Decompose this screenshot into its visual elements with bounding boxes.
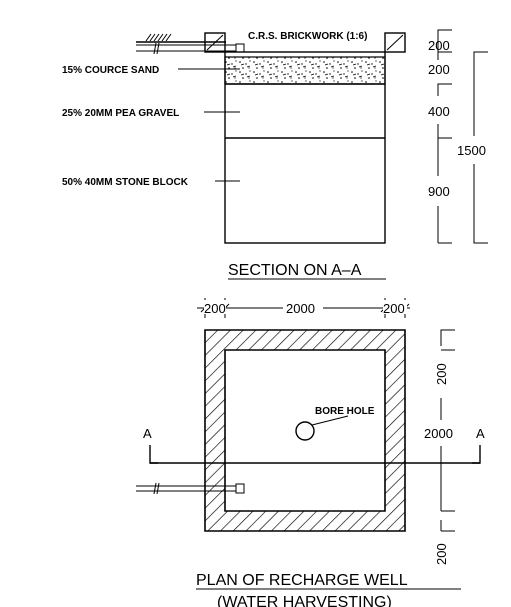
plan-dim-wall-right: 200 [383,301,405,316]
dim-brick: 200 [428,38,450,53]
ground-line [136,33,226,43]
section-dim-chain [437,29,488,244]
dim-stone: 900 [428,184,450,199]
plan-dim-inner: 2000 [286,301,315,316]
gravel-layer-label: 25% 20MM PEA GRAVEL [62,108,179,119]
plan-dim-wall-left: 200 [204,301,226,316]
sand-layer [224,56,386,85]
dim-sand: 200 [428,62,450,77]
plan-dim-right-top: 200 [434,363,449,385]
dim-total: 1500 [457,143,486,158]
bore-hole [295,421,315,441]
plan-title: PLAN OF RECHARGE WELL [196,572,408,589]
plan-top-dims [197,298,410,318]
plan-subtitle: (WATER HARVESTING) [217,594,392,607]
plan-dim-right-mid: 2000 [424,426,453,441]
stone-layer-label: 50% 40MM STONE BLOCK [62,177,189,188]
plan-inlet-pipe [136,482,245,495]
section-mark-left: A [143,426,152,441]
section-title: SECTION ON A–A [228,262,362,279]
brickwork-label: C.R.S. BRICKWORK (1:6) [248,31,367,42]
section-mark-right: A [476,426,485,441]
bore-hole-label: BORE HOLE [315,406,375,417]
brick-wall-left [204,32,226,53]
pit-outline [224,51,386,244]
plan-dim-right-bottom: 200 [434,543,449,565]
dim-gravel: 400 [428,104,450,119]
section-view: C.R.S. BRICKWORK (1:6) 15% COURCE SAND 2… [62,29,488,280]
sand-layer-label: 15% COURCE SAND [62,65,159,76]
plan-right-dims [440,329,455,532]
brick-wall-right [384,32,406,53]
section-line-a-a [149,445,481,464]
plan-wall [204,329,406,532]
plan-view: 200 2000 200 BORE HOLE A A [136,298,485,607]
